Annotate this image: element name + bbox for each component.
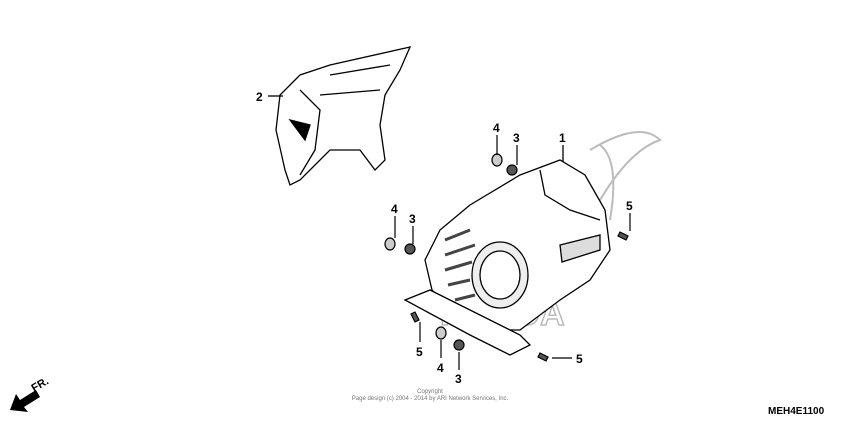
- copyright-title: Copyright: [417, 389, 443, 395]
- callout-3: 3: [409, 212, 416, 226]
- callout-5: 5: [626, 199, 633, 213]
- copyright-text: Page design (c) 2004 - 2014 by ARI Netwo…: [351, 396, 509, 402]
- callout-4: 4: [437, 361, 444, 375]
- fasteners: [384, 135, 631, 370]
- part-2-inner-cover: [268, 46, 412, 186]
- callout-3: 3: [513, 131, 520, 145]
- part-1-outer-cover: [403, 145, 611, 356]
- callout-5: 5: [416, 345, 423, 359]
- callout-5: 5: [576, 352, 583, 366]
- callout-4: 4: [391, 202, 398, 216]
- callout-3: 3: [455, 372, 462, 386]
- front-indicator-label: FR.: [30, 375, 51, 394]
- front-arrow-icon: FR.: [10, 375, 51, 412]
- callout-1: 1: [559, 131, 566, 145]
- diagram-code: MEH4E1100: [768, 406, 825, 417]
- callout-2: 2: [256, 90, 263, 104]
- callout-4: 4: [493, 121, 500, 135]
